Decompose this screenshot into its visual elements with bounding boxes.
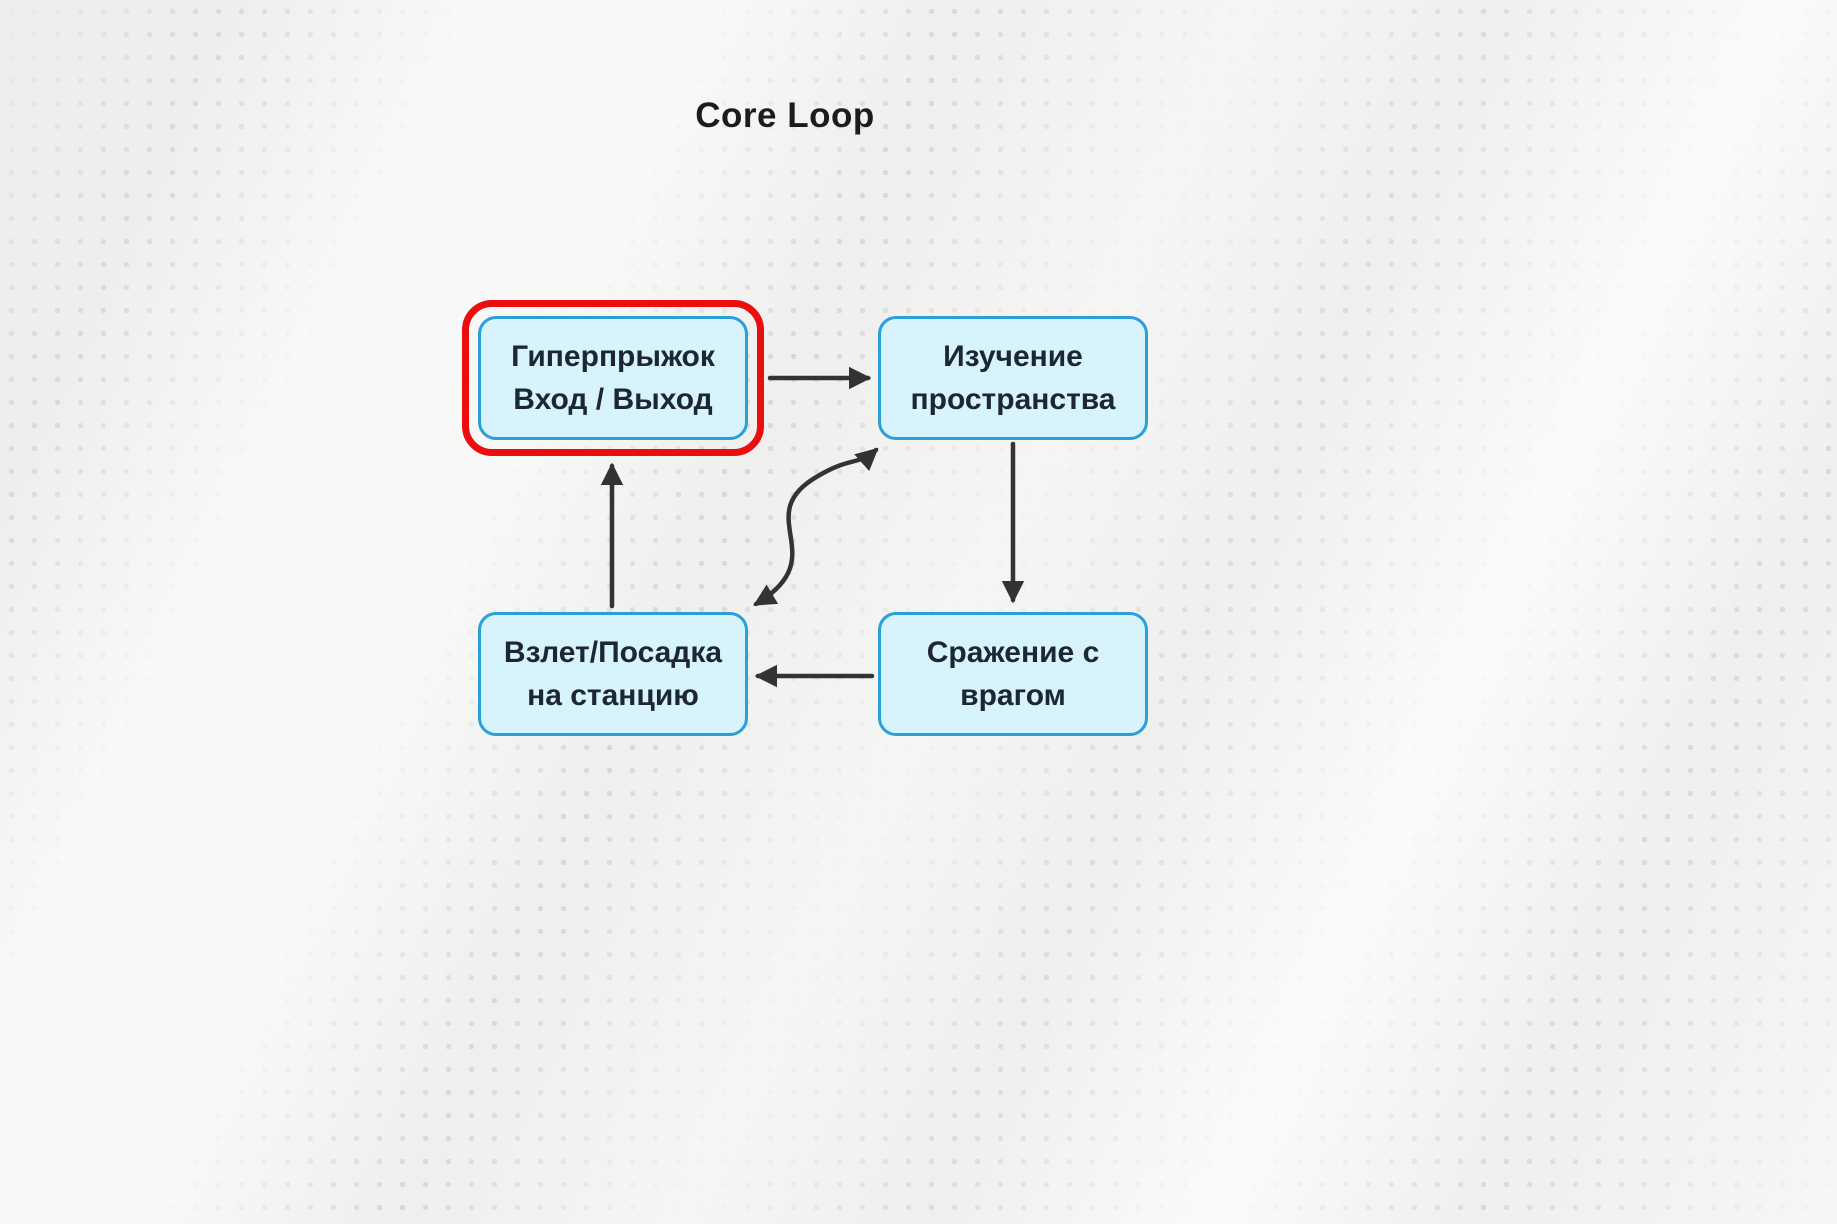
- node-label-line: Сражение с: [926, 635, 1100, 669]
- node-label-line: на станцию: [527, 679, 699, 712]
- node-combat: Сражение с врагом: [878, 612, 1148, 736]
- node-station: Взлет/Посадка на станцию: [478, 612, 748, 736]
- node-label-line: врагом: [960, 679, 1066, 712]
- node-label-line: Гиперпрыжок: [511, 339, 715, 373]
- highlight-ring: [462, 300, 764, 456]
- node-explore: Изучение пространства: [878, 316, 1148, 440]
- node-label-line: Изучение: [943, 339, 1083, 373]
- node-label-line: Взлет/Посадка: [503, 635, 723, 669]
- diagram-title: Core Loop: [695, 96, 875, 135]
- node-label-line: пространства: [910, 383, 1116, 416]
- node-hyperjump: Гиперпрыжок Вход / Выход: [478, 316, 748, 440]
- arrow-station-explore-wavy: [753, 447, 879, 607]
- node-label-line: Вход / Выход: [513, 383, 713, 416]
